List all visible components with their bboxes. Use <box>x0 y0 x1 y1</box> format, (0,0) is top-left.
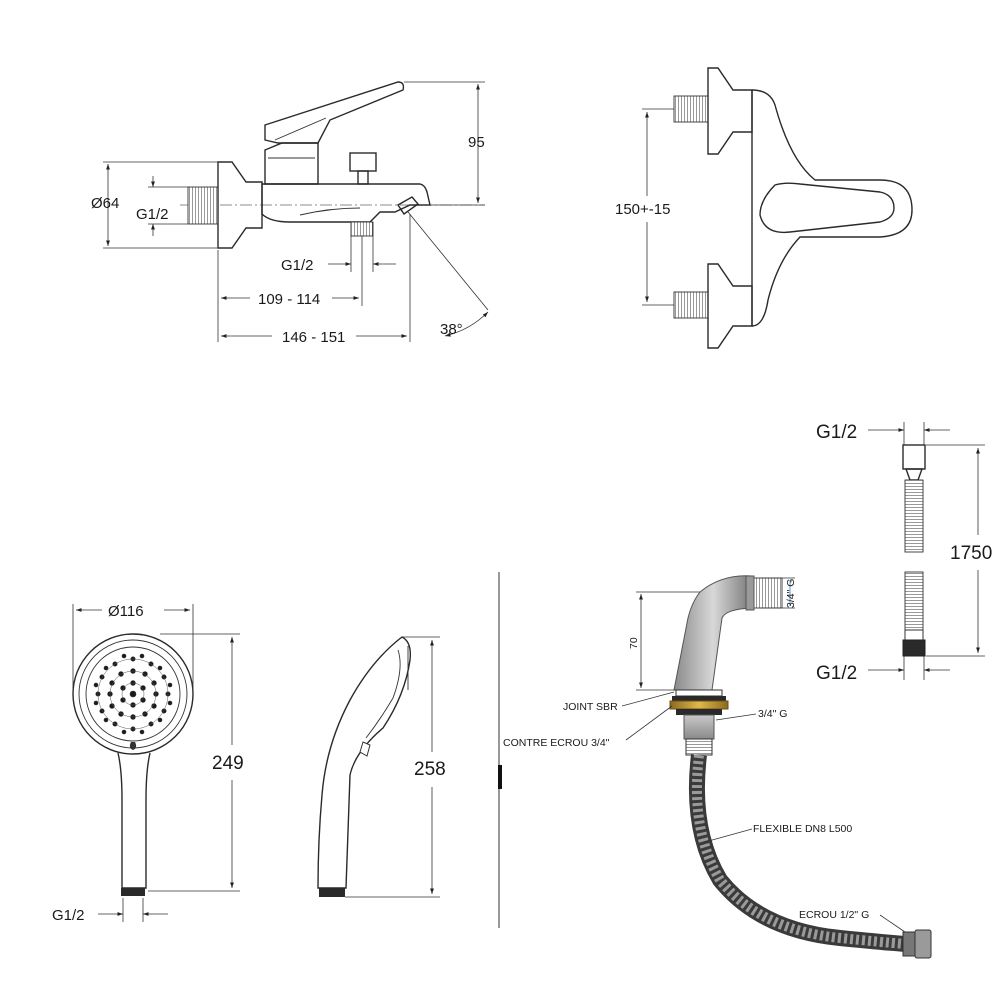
mixer-side-view: 95 Ø64 G1/2 G1/2 109 - 114 146 - 151 38° <box>91 81 489 346</box>
lever-handle <box>264 81 405 144</box>
inlet-thread <box>187 186 219 225</box>
label-flexible: FLEXIBLE DN8 L500 <box>753 823 852 835</box>
dim-inlet-thread: G1/2 <box>136 206 169 223</box>
diverter-knob <box>349 152 377 172</box>
dim-diameter-64: Ø64 <box>91 195 119 212</box>
dim-inlet-to-outlet: 109 - 114 <box>258 291 320 308</box>
dim-head-diameter: Ø116 <box>108 603 144 620</box>
dim-shower-height-258: 258 <box>414 759 446 780</box>
mixer-body <box>261 183 431 223</box>
dim-shower-thread: G1/2 <box>52 907 85 924</box>
shower-hose: G1/2 1750 G1/2 <box>816 422 992 684</box>
dim-height-95: 95 <box>468 134 485 151</box>
dim-hose-bottom-thread: G1/2 <box>816 663 857 684</box>
deck-diverter-view: 70 3/4" G JOINT SBR CONTRE ECROU 3/4" 3/… <box>503 575 932 959</box>
dim-hose-top-thread: G1/2 <box>816 422 857 443</box>
dim-diverter-top-thread: 3/4" G <box>785 579 797 608</box>
dim-overall-length: 146 - 151 <box>282 329 345 346</box>
label-joint-sbr: JOINT SBR <box>563 701 618 713</box>
dim-hose-length: 1750 <box>950 543 992 564</box>
label-ecrou: ECROU 1/2" G <box>799 909 869 921</box>
spray-nozzles <box>93 653 173 735</box>
mixer-top-view: 150+-15 <box>615 67 913 349</box>
dim-center-distance: 150+-15 <box>615 201 670 218</box>
dim-shower-height-249: 249 <box>212 753 244 774</box>
label-thread-3-4: 3/4" G <box>758 708 787 720</box>
dim-diverter-height: 70 <box>628 637 640 649</box>
hand-shower-front-view: Ø116 249 G1/2 <box>52 603 244 924</box>
dim-spout-angle: 38° <box>440 321 463 338</box>
dim-outlet-thread: G1/2 <box>281 257 314 274</box>
hand-shower-side-view: 258 <box>317 636 446 898</box>
label-contre-ecrou: CONTRE ECROU 3/4" <box>503 737 610 749</box>
